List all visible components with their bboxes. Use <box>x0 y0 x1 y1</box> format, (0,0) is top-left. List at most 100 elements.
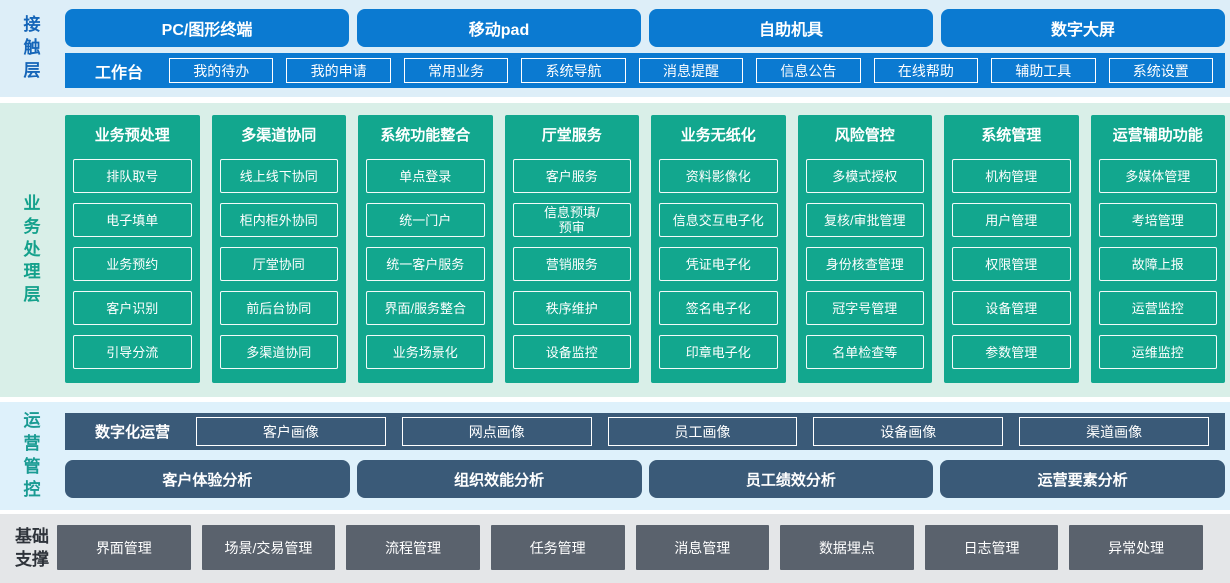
function-item-box: 凭证电子化 <box>659 247 778 281</box>
function-item-box: 厅堂协同 <box>219 247 338 281</box>
function-item-box: 运维监控 <box>1098 335 1217 369</box>
function-column: 系统功能整合单点登录统一门户统一客户服务界面/服务整合业务场景化 <box>358 115 493 383</box>
foundation-box: 日志管理 <box>924 525 1059 570</box>
workbench-item-box: 我的待办 <box>169 58 274 83</box>
digital-ops-bar: 数字化运营 客户画像网点画像员工画像设备画像渠道画像 <box>65 413 1225 450</box>
function-column: 风险管控多模式授权复核/审批管理身份核查管理冠字号管理名单检查等 <box>797 115 932 383</box>
business-layer-band: 业务处理层 业务预处理排队取号电子填单业务预约客户识别引导分流多渠道协同线上线下… <box>0 103 1230 397</box>
persona-box: 网点画像 <box>401 417 592 446</box>
function-item-box: 客户识别 <box>73 291 192 325</box>
function-item-box: 机构管理 <box>952 159 1071 193</box>
function-item-box: 前后台协同 <box>219 291 338 325</box>
function-item-box: 排队取号 <box>73 159 192 193</box>
function-column-title: 厅堂服务 <box>541 127 602 144</box>
analysis-row: 客户体验分析组织效能分析员工绩效分析运营要素分析 <box>65 460 1225 498</box>
terminal-box: 移动pad <box>357 9 641 47</box>
persona-box: 客户画像 <box>196 417 386 446</box>
persona-box: 渠道画像 <box>1019 417 1209 446</box>
workbench-items: 我的待办我的申请常用业务系统导航消息提醒信息公告在线帮助辅助工具系统设置 <box>169 58 1213 83</box>
function-column-title: 系统管理 <box>981 127 1042 144</box>
foundation-layer-band: 基础支撑 界面管理场景/交易管理流程管理任务管理消息管理数据埋点日志管理异常处理 <box>0 514 1230 583</box>
function-item-box: 界面/服务整合 <box>366 291 485 325</box>
operations-layer-content: 数字化运营 客户画像网点画像员工画像设备画像渠道画像 客户体验分析组织效能分析员… <box>65 402 1225 510</box>
function-item-box: 单点登录 <box>366 159 485 193</box>
function-item-box: 多模式授权 <box>805 159 924 193</box>
analysis-box: 运营要素分析 <box>940 460 1225 498</box>
function-item-box: 多媒体管理 <box>1098 159 1217 193</box>
business-layer-label: 业务处理层 <box>0 103 64 397</box>
foundation-box: 场景/交易管理 <box>201 525 336 570</box>
function-column: 业务预处理排队取号电子填单业务预约客户识别引导分流 <box>65 115 200 383</box>
terminal-box: 数字大屏 <box>941 9 1225 47</box>
workbench-label: 工作台 <box>95 64 144 82</box>
terminal-box: PC/图形终端 <box>65 9 349 47</box>
foundation-row: 界面管理场景/交易管理流程管理任务管理消息管理数据埋点日志管理异常处理 <box>57 525 1203 570</box>
analysis-box: 客户体验分析 <box>65 460 350 498</box>
workbench-item-box: 在线帮助 <box>873 58 979 83</box>
function-column-title: 业务预处理 <box>94 127 170 144</box>
operations-layer-label-text: 运营管控 <box>23 411 41 499</box>
operations-layer-band: 运营管控 数字化运营 客户画像网点画像员工画像设备画像渠道画像 客户体验分析组织… <box>0 402 1230 510</box>
terminal-box: 自助机具 <box>649 9 933 47</box>
foundation-box: 异常处理 <box>1069 525 1203 570</box>
function-column-title: 风险管控 <box>834 127 895 144</box>
function-columns: 业务预处理排队取号电子填单业务预约客户识别引导分流多渠道协同线上线下协同柜内柜外… <box>65 115 1225 383</box>
function-column: 厅堂服务客户服务信息预填/ 预审营销服务秩序维护设备监控 <box>504 115 639 383</box>
analysis-box: 员工绩效分析 <box>648 460 934 498</box>
function-item-box: 运营监控 <box>1098 291 1217 325</box>
workbench-item-box: 系统导航 <box>521 58 626 83</box>
function-column-title: 业务无纸化 <box>680 127 756 144</box>
workbench-item-box: 信息公告 <box>756 58 861 83</box>
workbench-item-box: 我的申请 <box>286 58 391 83</box>
function-item-box: 客户服务 <box>512 159 631 193</box>
persona-box: 员工画像 <box>607 417 798 446</box>
function-item-box: 线上线下协同 <box>219 159 338 193</box>
function-item-box: 复核/审批管理 <box>805 203 924 237</box>
workbench-bar: 工作台 我的待办我的申请常用业务系统导航消息提醒信息公告在线帮助辅助工具系统设置 <box>65 53 1225 88</box>
foundation-box: 消息管理 <box>635 525 770 570</box>
function-column: 系统管理机构管理用户管理权限管理设备管理参数管理 <box>944 115 1079 383</box>
function-item-box: 多渠道协同 <box>219 335 338 369</box>
workbench-item-box: 系统设置 <box>1108 58 1213 83</box>
foundation-box: 数据埋点 <box>780 525 914 570</box>
digital-ops-items: 客户画像网点画像员工画像设备画像渠道画像 <box>196 417 1209 446</box>
function-item-box: 业务预约 <box>73 247 192 281</box>
function-item-box: 引导分流 <box>73 335 192 369</box>
function-item-box: 印章电子化 <box>659 335 778 369</box>
foundation-layer-label-text: 基础支撑 <box>15 526 49 569</box>
workbench-item-box: 辅助工具 <box>991 58 1096 83</box>
function-item-box: 营销服务 <box>512 247 631 281</box>
persona-box: 设备画像 <box>813 417 1004 446</box>
workbench-item-box: 常用业务 <box>403 58 509 83</box>
function-item-box: 秩序维护 <box>512 291 631 325</box>
workbench-item-box: 消息提醒 <box>638 58 744 83</box>
foundation-layer-content: 界面管理场景/交易管理流程管理任务管理消息管理数据埋点日志管理异常处理 <box>57 514 1203 583</box>
function-column: 多渠道协同线上线下协同柜内柜外协同厅堂协同前后台协同多渠道协同 <box>211 115 346 383</box>
function-item-box: 故障上报 <box>1098 247 1217 281</box>
analysis-box: 组织效能分析 <box>356 460 642 498</box>
digital-ops-label: 数字化运营 <box>95 424 171 441</box>
contact-layer-label-text: 接触层 <box>23 15 41 80</box>
foundation-box: 流程管理 <box>346 525 480 570</box>
contact-layer-label: 接触层 <box>0 0 64 97</box>
function-item-box: 权限管理 <box>952 247 1071 281</box>
function-item-box: 冠字号管理 <box>805 291 924 325</box>
function-item-box: 信息交互电子化 <box>659 203 778 237</box>
foundation-box: 界面管理 <box>57 525 191 570</box>
function-item-box: 电子填单 <box>73 203 192 237</box>
function-item-box: 考培管理 <box>1098 203 1217 237</box>
function-column: 运营辅助功能多媒体管理考培管理故障上报运营监控运维监控 <box>1090 115 1225 383</box>
function-column-title: 运营辅助功能 <box>1112 127 1203 144</box>
business-layer-label-text: 业务处理层 <box>23 193 41 305</box>
function-column-title: 系统功能整合 <box>380 127 471 144</box>
function-item-box: 签名电子化 <box>659 291 778 325</box>
function-item-box: 身份核查管理 <box>805 247 924 281</box>
function-item-box: 业务场景化 <box>366 335 485 369</box>
function-item-box: 用户管理 <box>952 203 1071 237</box>
function-column-title: 多渠道协同 <box>241 127 317 144</box>
function-item-box: 统一客户服务 <box>366 247 485 281</box>
